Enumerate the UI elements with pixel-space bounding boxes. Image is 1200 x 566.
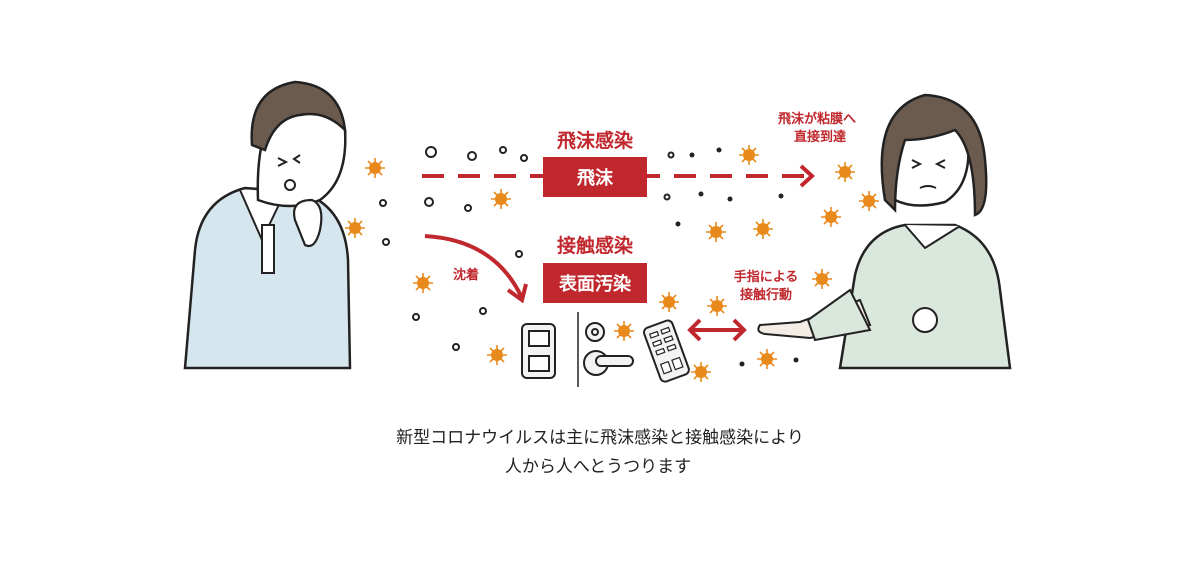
deposition-arrow: [424, 234, 524, 299]
coughing-man-illustration: [183, 80, 352, 370]
caption-line1: 新型コロナウイルスは主に飛沫感染と接触感染により: [396, 428, 804, 448]
arrowhead-icon: [799, 164, 815, 188]
surface-contamination-box: [543, 263, 647, 303]
small-dots: [675, 147, 799, 367]
deposition-label: 沈着: [453, 267, 479, 283]
droplet-infection-title: 飛沫感染: [557, 129, 633, 152]
contact-infection-title: 接触感染: [557, 234, 633, 257]
light-switch-icon: [521, 323, 556, 379]
caption-line2: 人から人へとうつります: [505, 457, 691, 477]
droplet-box: [543, 157, 647, 197]
remote-control-icon: [643, 319, 690, 383]
door-handle-icon: [583, 322, 634, 376]
hand-note-line2: 接触行動: [740, 287, 792, 303]
droplet-particles: [379, 146, 675, 351]
droplet-box-label: 飛沫: [577, 167, 614, 189]
hand-note-line1: 手指による: [734, 269, 799, 285]
double-arrow-icon: [687, 318, 747, 342]
mucosa-note-line1: 飛沫が粘膜へ: [777, 111, 856, 127]
surface-contamination-label: 表面汚染: [559, 273, 632, 295]
woman-illustration: [757, 93, 1012, 370]
mucosa-note-line2: 直接到達: [794, 129, 846, 145]
